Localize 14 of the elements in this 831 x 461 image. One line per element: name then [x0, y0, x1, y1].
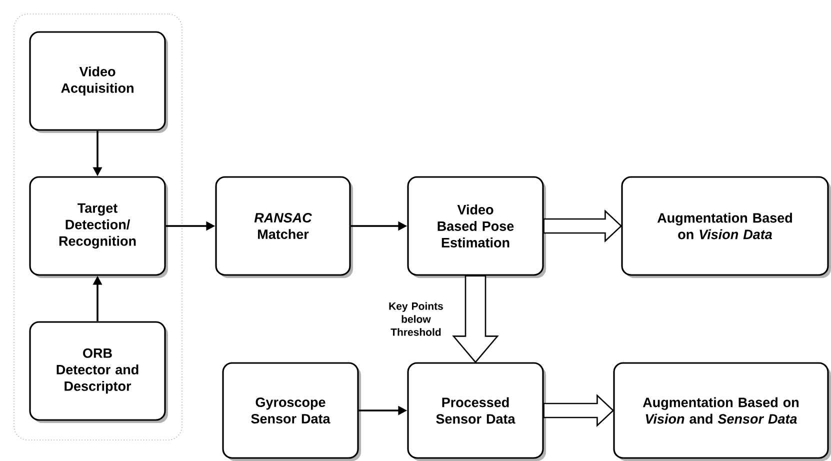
- process-box: Target Detection/ Recognition: [29, 176, 168, 278]
- process-box: ORB Detector and Descriptor: [29, 321, 168, 423]
- process-box: RANSAC Matcher: [215, 176, 353, 278]
- process-box: Gyroscope Sensor Data: [222, 362, 361, 461]
- block-arrow: [452, 275, 499, 364]
- process-box: Augmentation Based on Vision and Sensor Data: [613, 362, 831, 461]
- process-box: Augmentation Based on Vision Data: [621, 176, 831, 278]
- edge-label: Key Points below Threshold: [389, 302, 443, 336]
- process-box: Video Based Pose Estimation: [407, 176, 546, 278]
- process-box: Video Acquisition: [29, 31, 168, 133]
- group-outline: [14, 14, 182, 440]
- block-arrow: [543, 394, 614, 427]
- block-arrow: [543, 210, 622, 242]
- process-box: Processed Sensor Data: [407, 362, 546, 461]
